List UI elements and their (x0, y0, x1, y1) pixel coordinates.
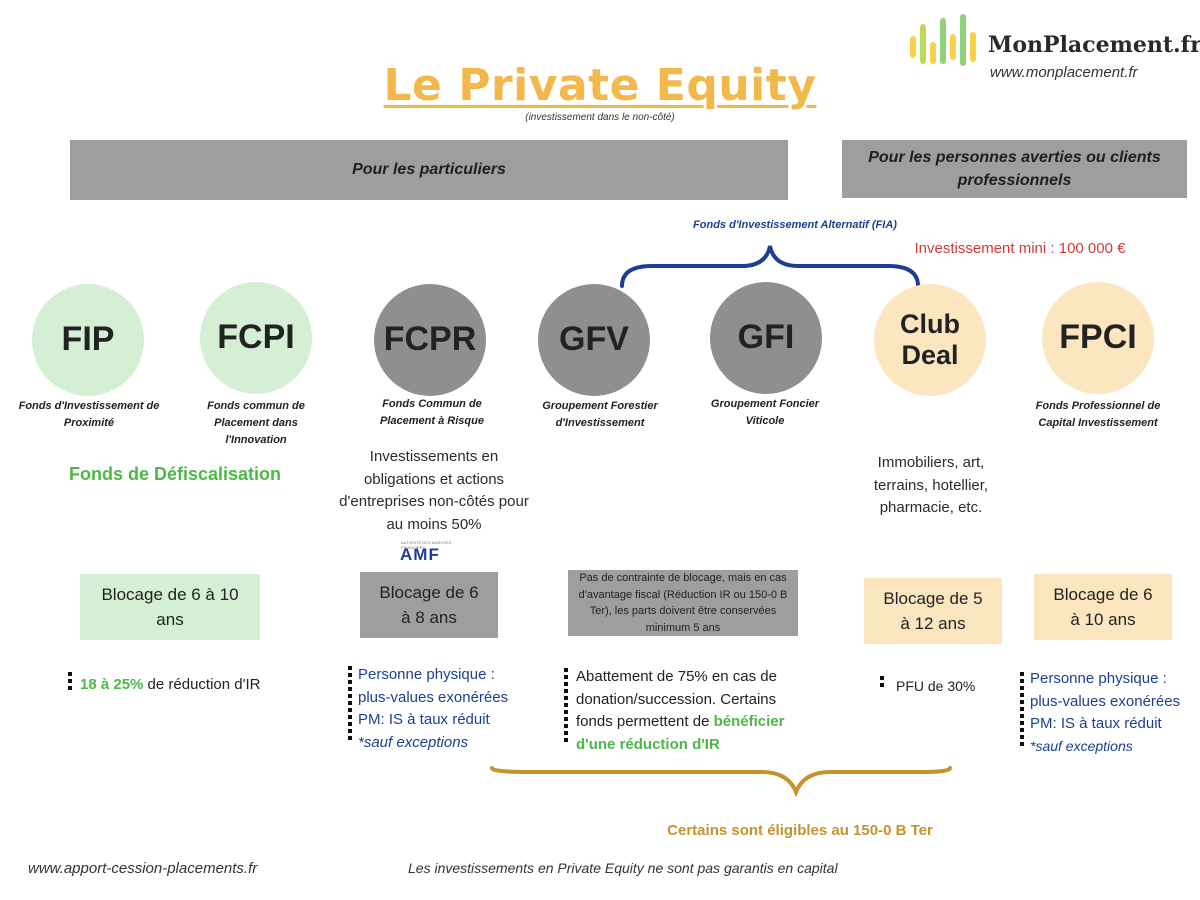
lockup-club-deal: Blocage de 5 à 12 ans (864, 578, 1002, 644)
lockup-gfv-gfi: Pas de contrainte de blocage, mais en ca… (568, 570, 798, 636)
caption-fpci: Fonds Professionnel de Capital Investiss… (1035, 400, 1161, 430)
lockup-fcpr: Blocage de 6 à 8 ans (360, 572, 498, 638)
tax-fpci-line: plus-values exonérées (1030, 692, 1181, 710)
fia-label: Fonds d'Investissement Alternatif (FIA) (693, 219, 897, 231)
tax-fpci-line: Personne physique : (1030, 670, 1167, 687)
fund-circle-fip: FIP (32, 284, 144, 396)
tax-note-club: PFU de 30% (896, 678, 976, 694)
bullet-dots-icon (348, 666, 352, 743)
bullet-dots-icon (880, 676, 884, 690)
logo-url: www.monplacement.fr (990, 64, 1138, 81)
fund-circle-fcpi: FCPI (200, 282, 312, 394)
caption-gfi: Groupement Foncier Viticole (710, 398, 820, 428)
tax-fip-rest: de réduction d'IR (143, 676, 261, 693)
professional-band: Pour les personnes averties ou clients p… (842, 140, 1187, 198)
club-deal-label: Club Deal (900, 308, 960, 370)
fund-circle-club-deal: Club Deal (874, 284, 986, 396)
tax-fcpr-line: PM: IS à taux réduit (358, 711, 490, 728)
caption-gfv: Groupement Forestier d'Investissement (542, 400, 658, 430)
fia-brace-icon (620, 245, 920, 288)
fund-circle-fcpr: FCPR (374, 284, 486, 396)
page-title: Le Private Equity (383, 60, 817, 111)
amf-logo-text: AMF (400, 545, 440, 564)
bullet-dots-icon (564, 668, 568, 745)
fund-circle-fpci: FPCI (1042, 282, 1154, 394)
retail-band: Pour les particuliers (70, 140, 788, 200)
fcpr-description: Investissements en obligations et action… (339, 448, 529, 533)
defiscalisation-label: Fonds de Défiscalisation (68, 464, 282, 484)
tax-gfv-text: Abattement de 75% en cas de donation/suc… (576, 668, 777, 730)
min-investment-label: Investissement mini : 100 000 € (914, 240, 1126, 257)
footer-disclaimer: Les investissements en Private Equity ne… (408, 860, 838, 876)
tax-note-fip: 18 à 25% de réduction d'IR (80, 674, 290, 697)
caption-fcpi: Fonds commun de Placement dans l'Innovat… (207, 400, 305, 447)
amf-logo: AUTORITÉ DES MARCHÉS FINANCIERS AMF (400, 540, 452, 564)
tax-fcpr-line: plus-values exonérées (358, 688, 509, 706)
bullet-dots-icon (68, 672, 72, 693)
eligibility-brace-icon (490, 766, 952, 798)
fund-circle-gfv: GFV (538, 284, 650, 396)
logo-name: MonPlacement.fr (988, 32, 1200, 58)
tax-fip-highlight: 18 à 25% (80, 676, 144, 693)
tax-note-fcpr: Personne physique : plus-values exonérée… (358, 664, 538, 754)
logo-bars-icon (910, 14, 980, 70)
tax-fpci-line: *sauf exceptions (1030, 737, 1133, 754)
lockup-fpci: Blocage de 6 à 10 ans (1034, 574, 1172, 640)
bullet-dots-icon (1020, 672, 1024, 749)
tax-note-fpci: Personne physique : plus-values exonérée… (1030, 668, 1200, 757)
lockup-fip-fcpi: Blocage de 6 à 10 ans (80, 574, 260, 640)
tax-fcpr-line: Personne physique : (358, 666, 495, 683)
tax-fcpr-line: *sauf exceptions (358, 733, 469, 751)
caption-fip: Fonds d'Investissement de Proximité (18, 400, 160, 430)
eligibility-label: Certains sont éligibles au 150-0 B Ter (667, 822, 933, 839)
tax-note-gfv: Abattement de 75% en cas de donation/suc… (576, 666, 816, 756)
tax-gfv-highlight: bénéficier d'une réduction d'IR (576, 713, 785, 753)
page-subtitle: (investissement dans le non-côté) (525, 112, 675, 123)
club-deal-description: Immobiliers, art, terrains, hotellier, p… (873, 454, 989, 516)
caption-fcpr: Fonds Commun de Placement à Risque (380, 398, 484, 428)
fund-circle-gfi: GFI (710, 282, 822, 394)
tax-fpci-line: PM: IS à taux réduit (1030, 715, 1162, 732)
footer-url: www.apport-cession-placements.fr (28, 860, 258, 877)
